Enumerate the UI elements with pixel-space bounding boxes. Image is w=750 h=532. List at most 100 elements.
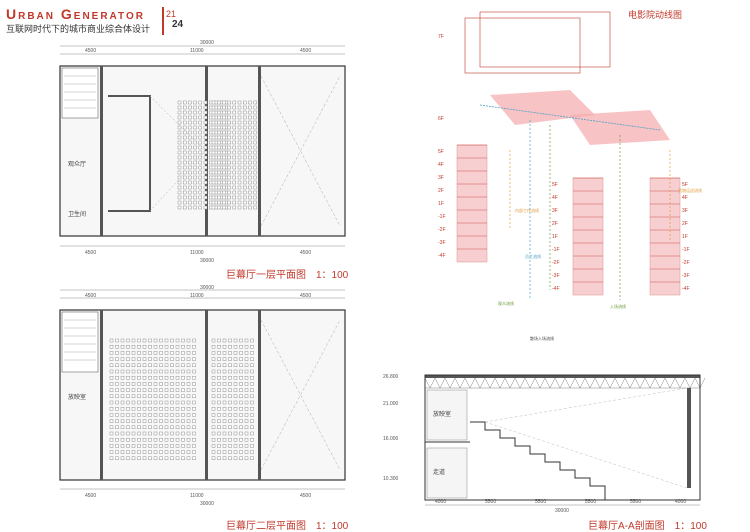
seat (142, 375, 147, 380)
seat (250, 357, 254, 361)
seat (227, 120, 231, 125)
seat (131, 419, 136, 423)
seat (227, 125, 231, 130)
seat (248, 160, 252, 165)
seat (198, 125, 203, 130)
seat (153, 425, 158, 430)
seat (248, 125, 252, 130)
seat (198, 165, 203, 170)
roof-truss (424, 377, 706, 389)
seat (208, 180, 213, 185)
seat (198, 160, 203, 165)
seat (159, 351, 163, 355)
seat (233, 394, 238, 399)
seat (148, 419, 152, 423)
seat (182, 120, 187, 125)
seat (250, 351, 254, 355)
seat (188, 185, 192, 190)
seat (232, 110, 237, 115)
seat (250, 363, 254, 368)
seat (148, 345, 152, 349)
seat (250, 419, 254, 423)
seat (148, 388, 152, 392)
seat (248, 165, 252, 170)
seat (208, 175, 213, 180)
seat (217, 413, 221, 417)
seat (203, 150, 208, 155)
seat (244, 400, 249, 405)
seat (242, 130, 247, 135)
seat (175, 351, 180, 355)
seat (217, 400, 221, 405)
seating-block (177, 100, 257, 210)
seat (181, 437, 185, 442)
seat (181, 357, 185, 361)
seat (217, 382, 221, 386)
seat (148, 375, 152, 380)
seat (248, 130, 252, 135)
seat (253, 155, 257, 160)
seat (181, 345, 185, 349)
seat (142, 338, 147, 343)
seat (193, 155, 197, 160)
seat (232, 130, 237, 135)
seat (126, 444, 130, 448)
seat (198, 120, 203, 125)
seat (222, 382, 227, 386)
seat (211, 130, 216, 135)
seat (188, 160, 192, 165)
seat (159, 400, 163, 405)
seat (164, 450, 169, 454)
seat (211, 425, 216, 430)
floor-label: -3F (552, 273, 560, 279)
seat (192, 345, 196, 349)
seat (211, 150, 216, 155)
seat (164, 425, 169, 430)
seat (175, 456, 180, 461)
seat (222, 160, 226, 165)
dim-bottom-3: 4500 (300, 493, 311, 499)
seat (109, 400, 114, 405)
seat (242, 195, 247, 200)
seat (115, 394, 119, 399)
seat (232, 140, 237, 145)
floor-label: 5F (438, 149, 444, 155)
seat (159, 394, 163, 399)
seat (126, 437, 130, 442)
seat (188, 130, 192, 135)
seat (115, 400, 119, 405)
seat (193, 120, 197, 125)
seat (198, 170, 203, 175)
seat (142, 437, 147, 442)
dim-bay-1: 4500 (85, 48, 96, 54)
seat (126, 394, 130, 399)
seat (148, 406, 152, 411)
seat (211, 155, 216, 160)
seat (222, 190, 226, 195)
dim-total: 30000 (200, 285, 214, 291)
seat (203, 110, 208, 115)
floor-label: -3F (682, 273, 690, 279)
seat (148, 425, 152, 430)
seat (186, 419, 191, 423)
seat (217, 345, 221, 349)
seat (253, 130, 257, 135)
seat (153, 400, 158, 405)
seat (164, 413, 169, 417)
seat (203, 195, 208, 200)
seat (233, 413, 238, 417)
legend-staff-internal: 内部工作流线 (515, 207, 539, 213)
seat (142, 406, 147, 411)
seat (211, 338, 216, 343)
seat (186, 351, 191, 355)
seat (232, 200, 237, 205)
seat (181, 382, 185, 386)
seat (237, 160, 242, 165)
circulation-axonometric: 电影院动线图 5F4F3F2F1F-1F-2F-3F-4F5F4F3F2F1F-… (438, 9, 702, 341)
seat (237, 105, 242, 110)
seat (228, 363, 232, 368)
seat (203, 200, 208, 205)
seat (203, 190, 208, 195)
dim-bottom-3: 4500 (300, 250, 311, 256)
seat (228, 425, 232, 430)
